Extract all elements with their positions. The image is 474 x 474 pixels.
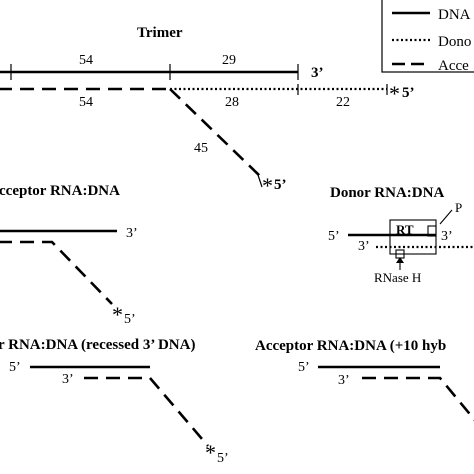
rnase-h-label: RNase H	[374, 270, 421, 285]
rt-enzyme-box	[389, 219, 437, 255]
plus10-rna-strand	[362, 376, 474, 422]
trimer-dotted-star: *	[389, 81, 400, 106]
primer-pointer	[439, 209, 453, 225]
primer-box	[427, 225, 437, 237]
donor-panel: Donor RNA:DNA 5’ 3’ 3’ RT P RNase H	[328, 185, 474, 285]
recessed-rna-strand	[84, 376, 209, 447]
donor-3prime-end-top: 3’	[441, 229, 453, 244]
legend-acceptor-label: Acce	[438, 58, 469, 74]
recessed-5prime-end: 5’	[9, 360, 21, 375]
trimer-dotted-5prime-end: 5’	[402, 85, 415, 101]
recessed-5prime-end-bottom: 5’	[217, 451, 229, 466]
trimer-top-3prime-end: 3’	[311, 65, 324, 81]
recessed-3prime-end: 3’	[62, 372, 74, 387]
plus10-panel: Acceptor RNA:DNA (+10 hyb 5’ 3’	[255, 338, 474, 422]
acceptor-rna-strand	[0, 240, 113, 305]
recessed-panel-title: r RNA:DNA (recessed 3’ DNA)	[0, 337, 195, 353]
donor-5prime-end: 5’	[328, 229, 340, 244]
donor-panel-title: Donor RNA:DNA	[330, 185, 444, 201]
plus10-panel-title: Acceptor RNA:DNA (+10 hyb	[255, 338, 446, 354]
trimer-branch-length: 45	[194, 141, 208, 156]
primer-label: P	[455, 200, 462, 215]
recessed-panel: r RNA:DNA (recessed 3’ DNA) 5’ 3’ * 5’	[0, 337, 229, 466]
plus10-3prime-end: 3’	[338, 373, 350, 388]
acceptor-panel: cceptor RNA:DNA 3’ * 5’	[0, 183, 138, 327]
trimer-diagram: Trimer 54 29 3’ 54 28 22 * 5’ 45 * 5’	[0, 25, 415, 198]
trimer-bottom-length-left: 54	[79, 95, 93, 110]
legend: DNA Dono Acce	[381, 0, 474, 74]
trimer-branch-star: *	[262, 173, 273, 198]
trimer-branch-tick	[257, 174, 263, 188]
rt-enzyme-label: RT	[396, 222, 414, 237]
trimer-title: Trimer	[137, 25, 183, 41]
rnase-h-arrowhead	[396, 257, 404, 263]
trimer-dotted-length-1: 28	[225, 95, 239, 110]
plus10-5prime-end: 5’	[298, 360, 310, 375]
donor-3prime-end-bottom: 3’	[358, 239, 370, 254]
trimer-top-length-left: 54	[79, 53, 93, 68]
acceptor-panel-title: cceptor RNA:DNA	[0, 183, 120, 199]
acceptor-3prime-end: 3’	[126, 226, 138, 241]
trimer-dotted-length-2: 22	[336, 95, 350, 110]
trimer-branch-strand	[169, 88, 263, 179]
acceptor-star: *	[112, 302, 123, 327]
legend-donor-label: Dono	[438, 34, 471, 50]
trimer-branch-5prime-end: 5’	[274, 177, 287, 193]
acceptor-5prime-end: 5’	[124, 312, 136, 327]
recessed-star: *	[205, 440, 216, 465]
trimer-top-length-right: 29	[222, 53, 236, 68]
legend-dna-label: DNA	[438, 7, 471, 23]
